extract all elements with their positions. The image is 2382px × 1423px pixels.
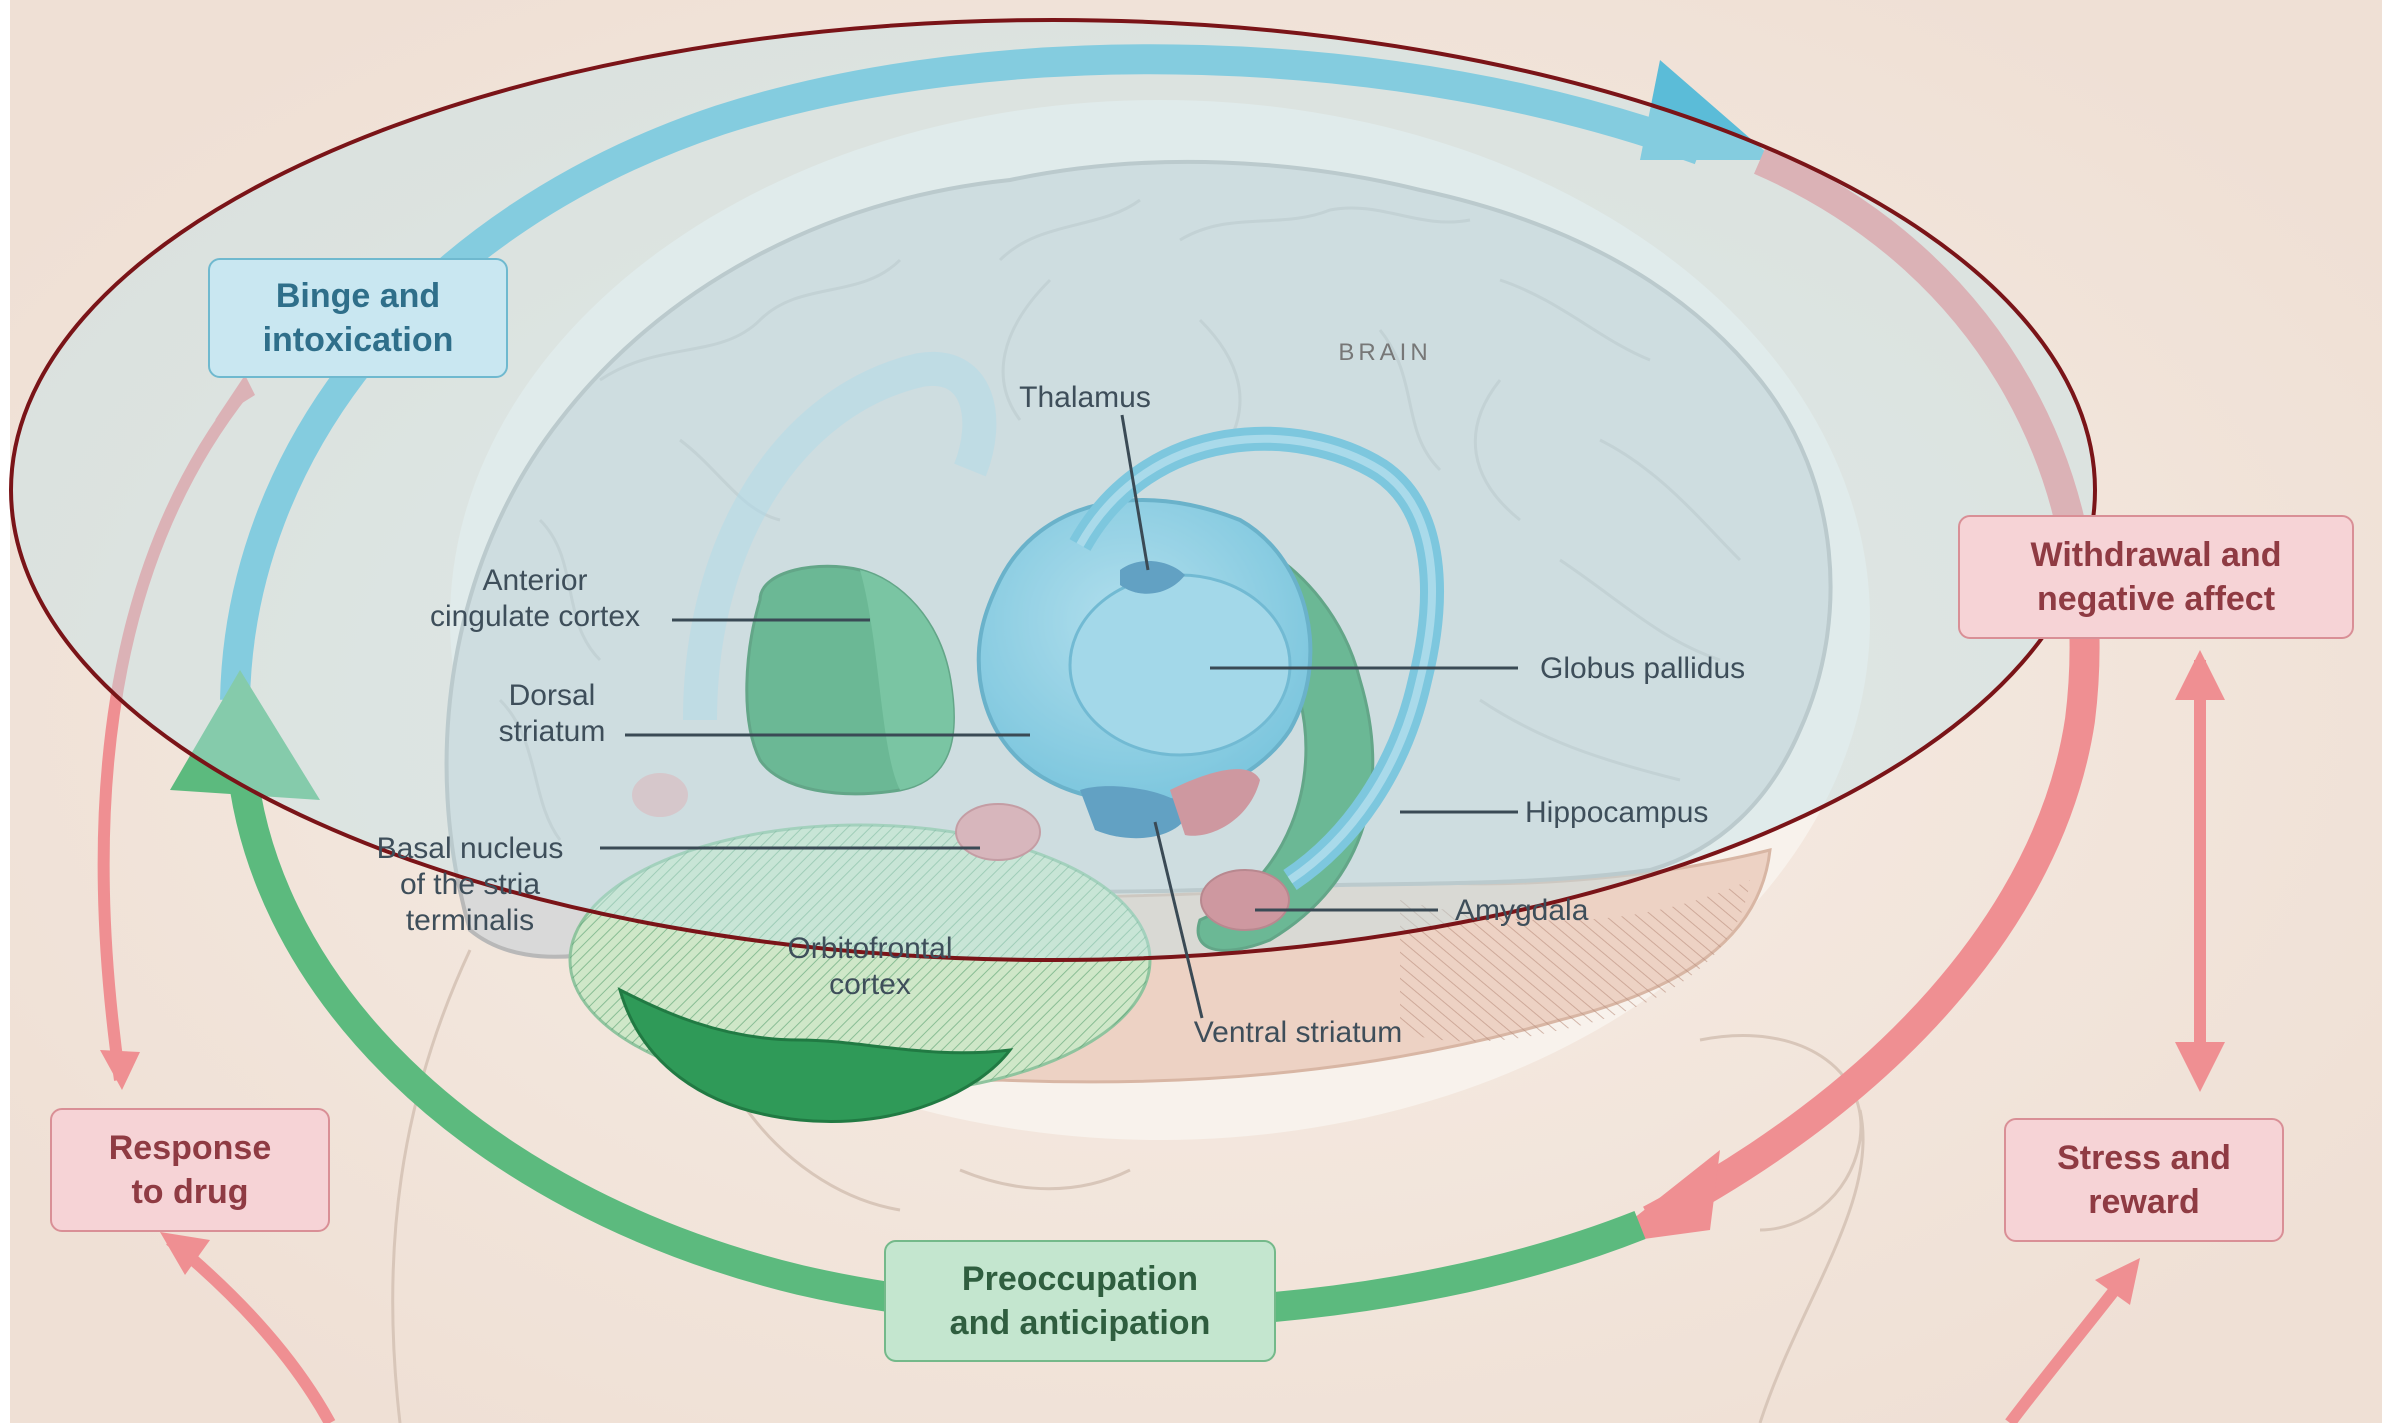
highlight-ellipse: [11, 20, 2095, 960]
amygdala-label: Amygdala: [1455, 894, 1589, 927]
hippocampus-label: Hippocampus: [1525, 796, 1708, 829]
label-line: terminalis: [406, 904, 534, 937]
preoccupation-anticipation-box[interactable]: Preoccupation and anticipation: [884, 1240, 1276, 1362]
response-to-drug-box[interactable]: Response to drug: [50, 1108, 330, 1232]
globus-pallidus-label: Globus pallidus: [1540, 652, 1745, 685]
label-line: striatum: [499, 715, 606, 748]
label-line: Basal nucleus: [377, 832, 564, 865]
label-line: cingulate cortex: [430, 600, 640, 633]
withdrawal-negative-affect-box[interactable]: Withdrawal and negative affect: [1958, 515, 2354, 639]
binge-intoxication-box[interactable]: Binge and intoxication: [208, 258, 508, 378]
stress-and-reward-box[interactable]: Stress and reward: [2004, 1118, 2284, 1242]
label-line: of the stria: [400, 868, 540, 901]
label-line: Orbitofrontal: [787, 932, 952, 965]
ventral-striatum-label: Ventral striatum: [1194, 1016, 1402, 1049]
brain-label: BRAIN: [1338, 339, 1431, 366]
label-line: cortex: [829, 968, 911, 1001]
thalamus-label: Thalamus: [1019, 381, 1151, 414]
label-line: Dorsal: [509, 679, 596, 712]
label-line: Anterior: [482, 564, 587, 597]
